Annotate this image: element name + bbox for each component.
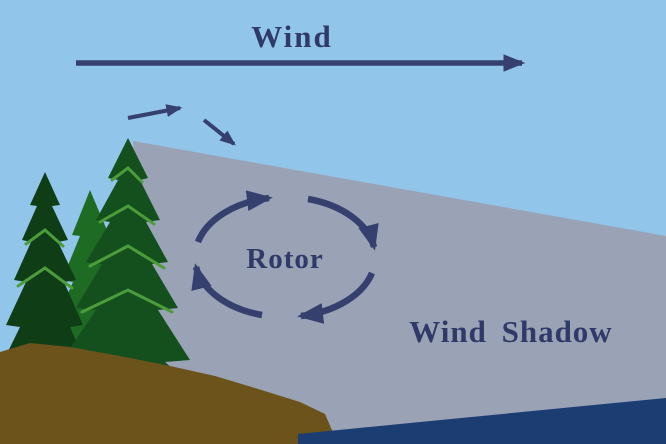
evergreen-tree [0,172,95,400]
tree-highlights [16,166,174,314]
descending-flow-arrow-icon [202,118,236,146]
descending-flow-arrow-icon [127,104,183,120]
wind-shadow-label: Wind Shadow [409,314,612,349]
evergreen-tree [55,138,195,388]
wind-shadow-wedge [133,141,666,444]
ground [0,343,338,444]
water [298,398,666,444]
rotor-circulation-arrows-icon [191,190,379,324]
rotor-label: Rotor [246,243,323,275]
wind-label: Wind [251,19,333,54]
